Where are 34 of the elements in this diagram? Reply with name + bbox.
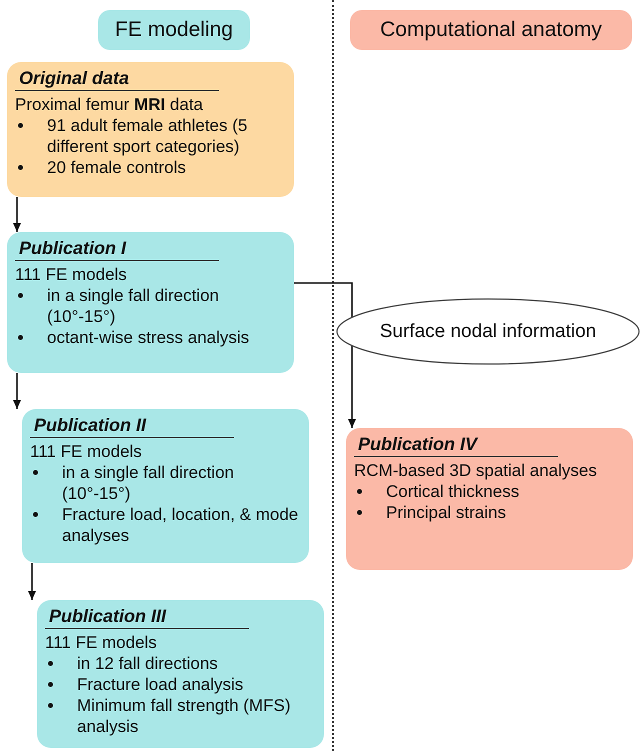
- box-heading: Publication I: [15, 238, 219, 261]
- bullet-item: Fracture load, location, & mode analyses: [62, 505, 298, 545]
- bullet-item: in a single fall direction (10°-15°): [47, 286, 219, 326]
- box-text: RCM-based 3D spatial analyses: [354, 460, 598, 481]
- bullet-item: Fracture load analysis: [77, 675, 244, 694]
- box-text: Proximal femur MRI data: [15, 94, 204, 115]
- box-label: Computational anatomy: [380, 18, 602, 42]
- process-box: [22, 409, 309, 563]
- box-heading: Publication IV: [354, 434, 558, 457]
- bullet-item: Cortical thickness: [386, 482, 520, 501]
- bullet-item: in 12 fall directions: [77, 654, 218, 673]
- bullet-item: octant-wise stress analysis: [47, 328, 250, 347]
- column-header: [98, 10, 250, 50]
- box-text: 111 FE models: [45, 632, 158, 653]
- arrow: [28, 563, 36, 600]
- bullet-item: 91 adult female athletes (5 different sport categories): [47, 116, 248, 156]
- box-text: 111 FE models: [30, 441, 143, 462]
- bullet-item: Minimum fall strength (MFS) analysis: [77, 696, 290, 736]
- process-box: [7, 232, 294, 373]
- box-label: FE modeling: [115, 18, 233, 42]
- box-heading: Publication III: [45, 606, 249, 629]
- process-box: [7, 62, 294, 197]
- edge-label: Surface nodal information: [380, 320, 596, 342]
- arrow: [13, 373, 21, 409]
- bullet-item: in a single fall direction (10°-15°): [62, 463, 234, 503]
- column-header: [350, 10, 632, 50]
- box-heading: Publication II: [30, 415, 234, 438]
- box-text: 111 FE models: [15, 264, 128, 285]
- bullet-item: Principal strains: [386, 503, 506, 522]
- process-box: [37, 600, 324, 748]
- process-box: [346, 428, 633, 570]
- box-heading: Original data: [15, 68, 219, 91]
- arrow: [13, 197, 21, 232]
- bullet-item: 20 female controls: [47, 158, 186, 177]
